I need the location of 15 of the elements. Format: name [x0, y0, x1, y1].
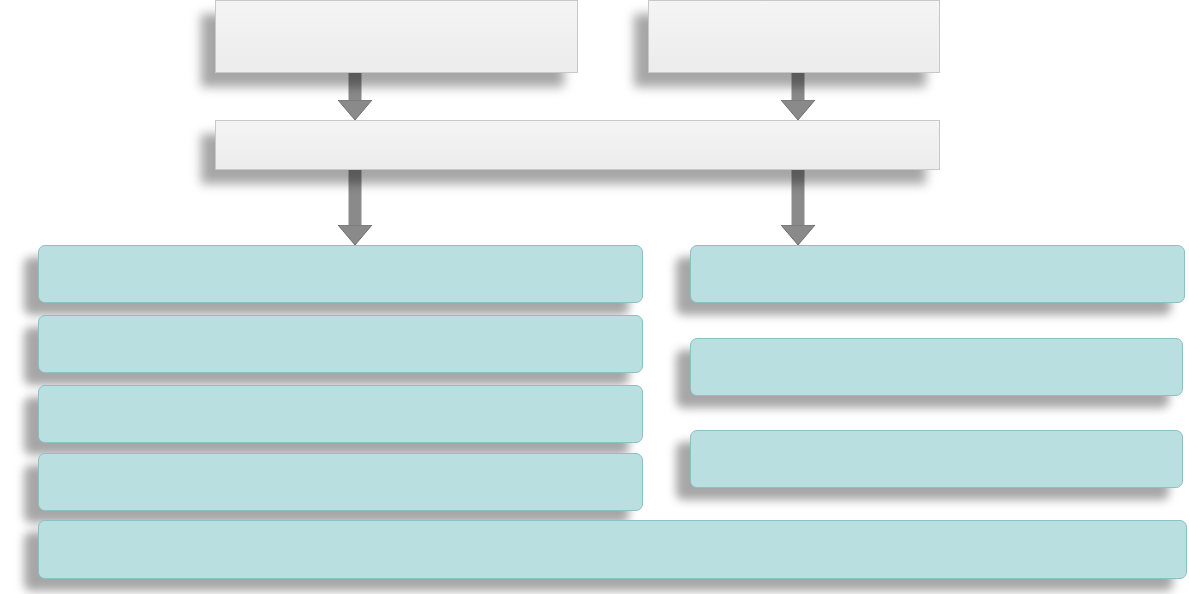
process-box: [690, 245, 1185, 303]
process-box: [215, 0, 578, 73]
process-box: [38, 245, 643, 303]
process-box: [648, 0, 940, 73]
process-box: [215, 120, 940, 170]
process-box: [38, 453, 643, 511]
process-box: [38, 315, 643, 373]
process-box: [38, 385, 643, 443]
process-box: [690, 430, 1183, 488]
process-box: [690, 338, 1183, 396]
block-arrow: [337, 170, 373, 246]
block-arrow: [780, 73, 816, 121]
block-arrow: [337, 73, 373, 121]
process-box: [38, 520, 1187, 579]
block-arrow: [780, 170, 816, 246]
